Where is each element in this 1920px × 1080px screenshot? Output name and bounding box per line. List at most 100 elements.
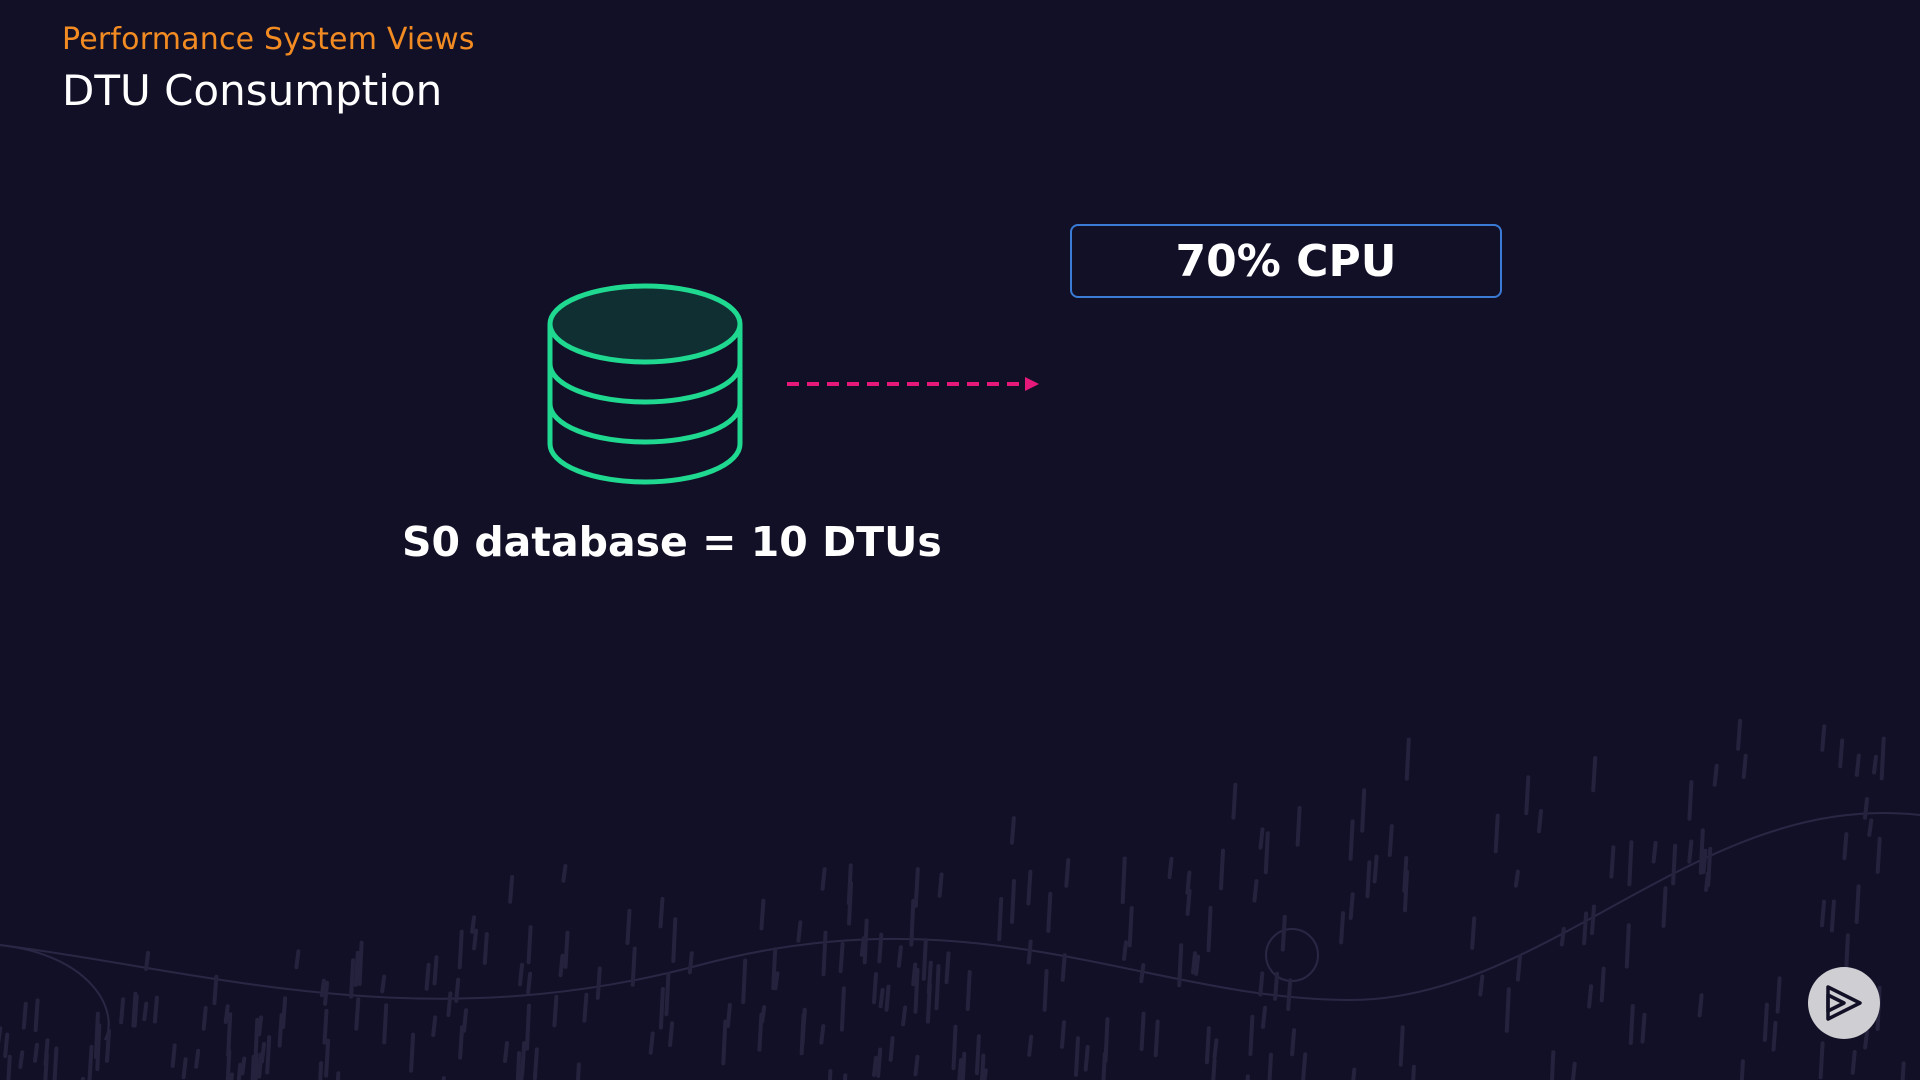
background-dash — [1771, 1020, 1778, 1052]
background-dash — [1570, 1061, 1577, 1080]
background-dash — [838, 941, 845, 974]
background-dash — [658, 987, 665, 1030]
background-dash — [771, 947, 778, 991]
background-dash — [6, 1054, 12, 1080]
background-dash — [1875, 836, 1882, 874]
background-dash — [525, 1003, 531, 1051]
background-dash — [1854, 753, 1861, 777]
background-dash — [1818, 1041, 1825, 1080]
background-dash — [1398, 1025, 1405, 1067]
play-logo-icon — [1808, 967, 1880, 1039]
background-dash — [1739, 1059, 1745, 1080]
background-dash — [1026, 869, 1033, 906]
background-dash — [1194, 954, 1201, 976]
background-dash — [515, 1051, 522, 1080]
background-dash — [1191, 951, 1197, 975]
background-dash — [1687, 839, 1694, 864]
background-dash — [1829, 899, 1836, 933]
background-dash — [1411, 1064, 1416, 1080]
background-dash — [43, 1038, 50, 1067]
background-dash — [630, 946, 637, 987]
background-dash — [648, 1031, 655, 1055]
background-dash — [1009, 816, 1016, 845]
background-dash — [913, 867, 920, 908]
background-dash — [119, 997, 126, 1025]
background-dash — [277, 1013, 284, 1048]
background-dash — [1103, 1017, 1110, 1063]
background-dash — [482, 932, 489, 965]
background-dash — [934, 964, 941, 1011]
background-dash — [925, 982, 932, 1024]
background-dash — [1177, 943, 1184, 988]
background-dash — [354, 997, 361, 1031]
background-dash — [1513, 869, 1520, 888]
background-dash — [1219, 848, 1225, 891]
background-dash — [1504, 987, 1511, 1033]
background-dash — [508, 875, 515, 904]
background-dash — [181, 1057, 188, 1080]
background-dash — [1697, 993, 1704, 1018]
background-dash — [872, 972, 878, 1005]
background-dash — [839, 986, 846, 1032]
database-caption: S0 database = 10 DTUs — [402, 518, 942, 566]
background-dash — [323, 980, 330, 1006]
background-dash — [1127, 906, 1134, 948]
background-dash — [532, 1047, 539, 1080]
background-dash — [901, 1005, 908, 1027]
background-dash — [725, 1003, 732, 1029]
background-dash — [872, 1055, 878, 1077]
background-dash — [1212, 1038, 1219, 1060]
background-dash — [1404, 737, 1411, 781]
background-dash — [503, 1041, 509, 1063]
background-dash — [324, 1038, 331, 1078]
background-dash — [462, 1008, 468, 1033]
cpu-metric-box: 70% CPU — [1070, 224, 1502, 298]
background-dash — [960, 1051, 967, 1080]
background-dash — [1204, 1026, 1211, 1065]
background-dash — [236, 1062, 243, 1080]
background-dash — [357, 940, 364, 986]
background-dash — [980, 1053, 986, 1080]
background-dash — [319, 978, 326, 998]
background-dash — [1524, 775, 1531, 816]
background-dash — [1261, 1005, 1267, 1029]
background-dash — [1046, 891, 1053, 933]
background-dash — [322, 1008, 329, 1045]
background-dash — [1820, 899, 1826, 928]
background-dash — [144, 950, 151, 971]
background-dash — [974, 1034, 981, 1076]
background-dash — [1360, 788, 1367, 833]
background-dash — [1537, 809, 1543, 834]
background-dash — [21, 1001, 28, 1030]
background-dash — [1387, 824, 1394, 857]
background-dash — [1122, 940, 1128, 961]
background-dash — [281, 996, 288, 1029]
background-dash — [1687, 780, 1694, 821]
background-dash — [458, 1025, 465, 1060]
background-dash — [1153, 1019, 1160, 1058]
background-dash — [859, 936, 866, 957]
background-dash — [170, 1043, 177, 1068]
background-dash — [982, 1068, 988, 1080]
background-dash — [1493, 813, 1500, 854]
section-eyebrow: Performance System Views — [62, 22, 475, 57]
background-dash — [1403, 869, 1409, 913]
background-dash — [1074, 1036, 1080, 1077]
background-dash — [518, 962, 524, 987]
background-dash — [1640, 1012, 1647, 1044]
background-dash — [1263, 831, 1270, 875]
background-dash — [1060, 953, 1067, 982]
background-dash — [1775, 976, 1782, 1014]
background-dash — [884, 984, 891, 1012]
background-dash — [3, 1032, 10, 1059]
background-dash — [1267, 1052, 1273, 1080]
background-dash — [1762, 1002, 1769, 1042]
dashed-arrow-icon — [787, 377, 1039, 391]
background-dash — [821, 930, 828, 977]
background-dash — [561, 864, 568, 883]
background-dash — [353, 950, 360, 987]
background-dash — [1704, 871, 1710, 892]
background-dash — [913, 967, 920, 1014]
background-dash — [576, 1062, 581, 1080]
